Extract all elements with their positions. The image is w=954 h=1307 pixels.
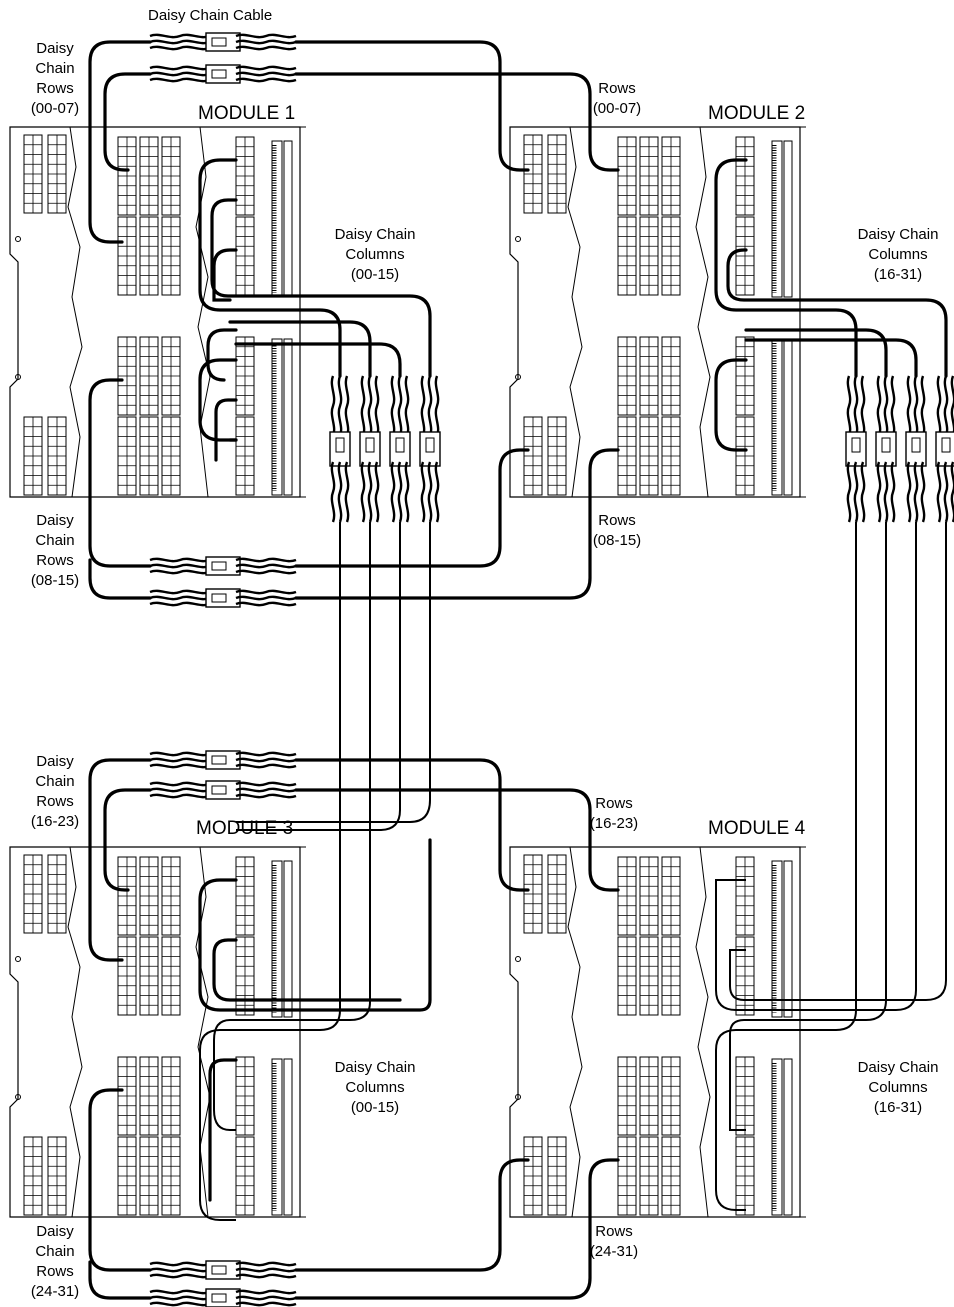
cable-connector xyxy=(148,31,298,53)
module-3-cols-label: Daisy Chain Columns (00-15) xyxy=(335,1059,416,1116)
module-1-rows-bottom-label: Daisy Chain Rows (08-15) xyxy=(31,512,79,589)
module-3-title: MODULE 3 xyxy=(196,818,293,839)
svg-text:Columns: Columns xyxy=(345,246,404,263)
svg-text:Chain: Chain xyxy=(35,773,74,790)
svg-text:(16-31): (16-31) xyxy=(874,266,922,283)
module-4-rows-bottom-label: Rows (24-31) xyxy=(590,1223,638,1260)
module-2-rows-label: Rows (00-07) xyxy=(593,80,641,117)
module-3-board xyxy=(10,847,310,1217)
svg-text:Daisy Chain: Daisy Chain xyxy=(335,226,416,243)
svg-text:Daisy: Daisy xyxy=(36,1223,74,1240)
svg-text:Columns: Columns xyxy=(868,246,927,263)
cable-connector xyxy=(904,374,928,524)
svg-text:Daisy: Daisy xyxy=(36,40,74,57)
svg-text:(00-07): (00-07) xyxy=(31,100,79,117)
svg-text:Daisy Chain: Daisy Chain xyxy=(858,226,939,243)
row-cables-modules-1-2 xyxy=(88,31,620,609)
svg-text:Chain: Chain xyxy=(35,532,74,549)
svg-text:Rows: Rows xyxy=(595,795,633,812)
cable-connector xyxy=(148,1259,298,1281)
svg-text:Chain: Chain xyxy=(35,1243,74,1260)
svg-text:Rows: Rows xyxy=(595,1223,633,1240)
module-4-board xyxy=(510,847,810,1217)
svg-text:Rows: Rows xyxy=(36,552,74,569)
cable-connector xyxy=(358,374,382,524)
module-1-board xyxy=(10,127,310,497)
svg-text:(08-15): (08-15) xyxy=(31,572,79,589)
cable-connector xyxy=(148,587,298,609)
module-2-title: MODULE 2 xyxy=(708,103,805,124)
svg-text:(00-15): (00-15) xyxy=(351,266,399,283)
module-3-rows-bottom-label: Daisy Chain Rows (24-31) xyxy=(31,1223,79,1300)
module-1-rows-label: Daisy Chain Rows (00-07) xyxy=(31,40,79,117)
svg-text:Rows: Rows xyxy=(36,793,74,810)
module-1-cols-label: Daisy Chain Columns (00-15) xyxy=(335,226,416,283)
column-cables-modules-2-4 xyxy=(714,158,954,1211)
module-4-rows-label: Rows (16-23) xyxy=(590,795,638,832)
row-cables-modules-3-4 xyxy=(88,749,620,1307)
svg-text:Daisy: Daisy xyxy=(36,753,74,770)
cable-connector xyxy=(148,1287,298,1307)
module-2-cols-label: Daisy Chain Columns (16-31) xyxy=(858,226,939,283)
svg-text:(16-23): (16-23) xyxy=(590,815,638,832)
module-2-board xyxy=(510,127,810,497)
svg-text:(16-23): (16-23) xyxy=(31,813,79,830)
cable-connector xyxy=(328,374,352,524)
svg-text:Daisy: Daisy xyxy=(36,512,74,529)
svg-text:Chain: Chain xyxy=(35,60,74,77)
cable-connector xyxy=(844,374,868,524)
svg-text:Daisy Chain: Daisy Chain xyxy=(858,1059,939,1076)
cable-connector xyxy=(148,63,298,85)
module-4-title: MODULE 4 xyxy=(708,818,806,839)
module-2-rows-bottom-label: Rows (08-15) xyxy=(593,512,641,549)
svg-text:Rows: Rows xyxy=(598,512,636,529)
svg-text:Columns: Columns xyxy=(868,1079,927,1096)
cable-connector xyxy=(148,749,298,771)
module-1-title: MODULE 1 xyxy=(198,103,295,124)
svg-text:(24-31): (24-31) xyxy=(31,1283,79,1300)
module-3-rows-label: Daisy Chain Rows (16-23) xyxy=(31,753,79,830)
cable-connector xyxy=(148,555,298,577)
svg-text:(00-07): (00-07) xyxy=(593,100,641,117)
cable-connector xyxy=(874,374,898,524)
cable-connector xyxy=(388,374,412,524)
svg-text:(24-31): (24-31) xyxy=(590,1243,638,1260)
top-cable-label: Daisy Chain Cable xyxy=(148,7,272,24)
svg-text:Columns: Columns xyxy=(345,1079,404,1096)
svg-text:Rows: Rows xyxy=(598,80,636,97)
svg-text:(00-15): (00-15) xyxy=(351,1099,399,1116)
module-4-cols-label: Daisy Chain Columns (16-31) xyxy=(858,1059,939,1116)
cable-connector xyxy=(934,374,954,524)
svg-text:(08-15): (08-15) xyxy=(593,532,641,549)
svg-text:(16-31): (16-31) xyxy=(874,1099,922,1116)
svg-text:Rows: Rows xyxy=(36,80,74,97)
cable-connector xyxy=(418,374,442,524)
svg-text:Rows: Rows xyxy=(36,1263,74,1280)
column-cables-modules-1-3 xyxy=(198,158,442,1221)
svg-text:Daisy Chain: Daisy Chain xyxy=(335,1059,416,1076)
cable-connector xyxy=(148,779,298,801)
